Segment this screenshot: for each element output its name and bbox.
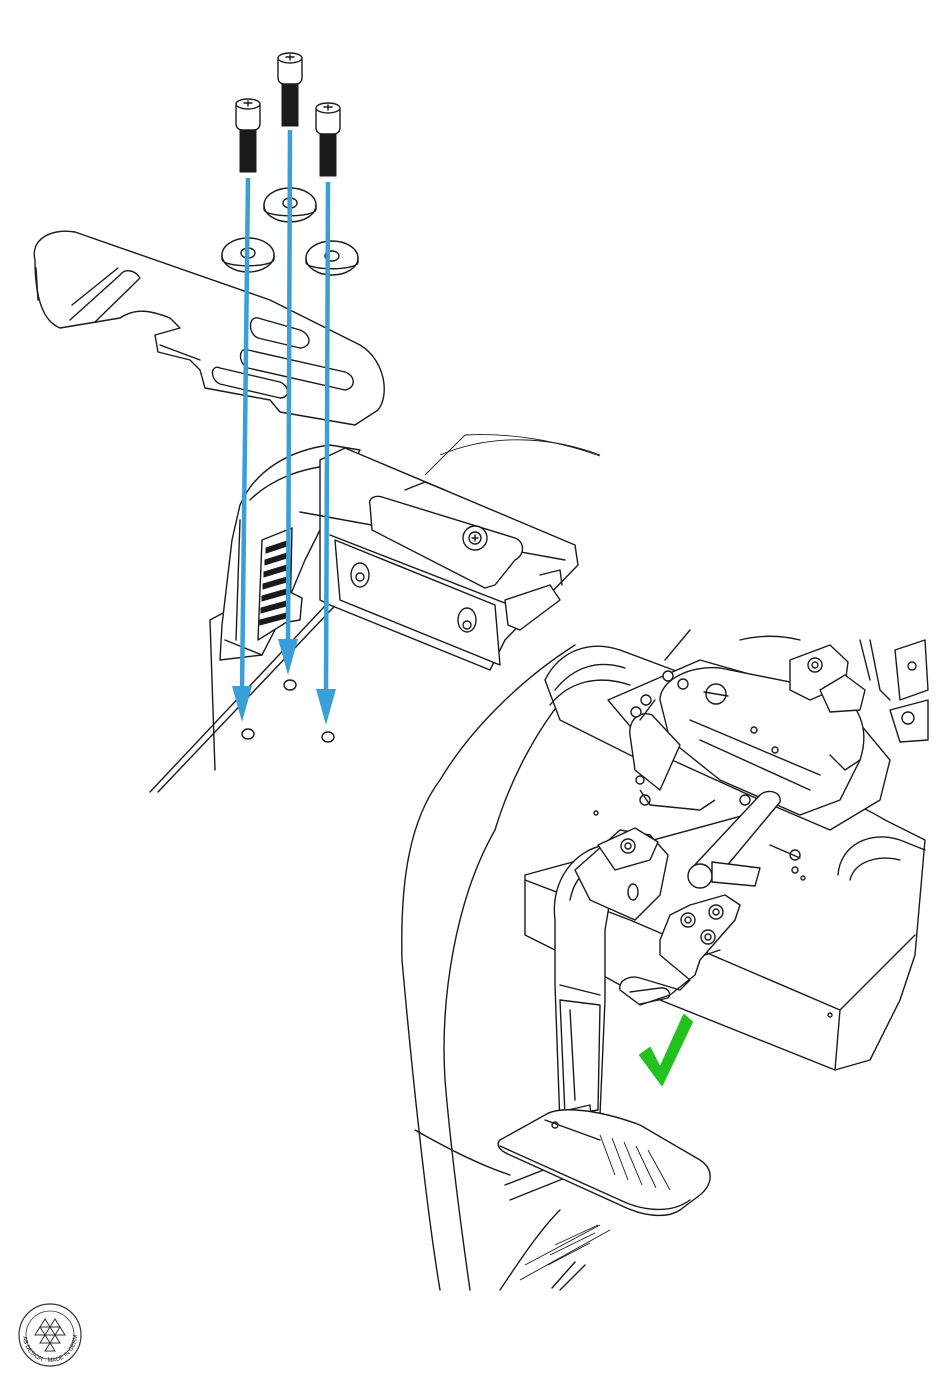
washer-right	[306, 241, 358, 275]
arrow-left-head	[232, 686, 252, 722]
hole-right	[322, 732, 334, 742]
brand-seal-icon: SIMLAB DESIGN · MADE IN GERMANY	[19, 1304, 81, 1366]
arrow-right-head	[316, 689, 336, 725]
check-mark-icon	[640, 1015, 692, 1085]
hole-center	[284, 680, 296, 690]
check-mark-shape	[640, 1015, 692, 1085]
installed-view	[402, 630, 928, 1290]
arrow-right-shaft	[326, 182, 328, 695]
clamp-block	[300, 448, 578, 670]
exploded-view	[34, 53, 600, 792]
screw-center	[278, 53, 302, 126]
arrow-center-shaft	[288, 130, 290, 645]
arrow-center-head	[278, 639, 298, 675]
screw-left	[236, 99, 260, 172]
hole-left	[242, 729, 254, 739]
side-decal	[548, 1225, 598, 1290]
screw-right	[316, 103, 340, 176]
